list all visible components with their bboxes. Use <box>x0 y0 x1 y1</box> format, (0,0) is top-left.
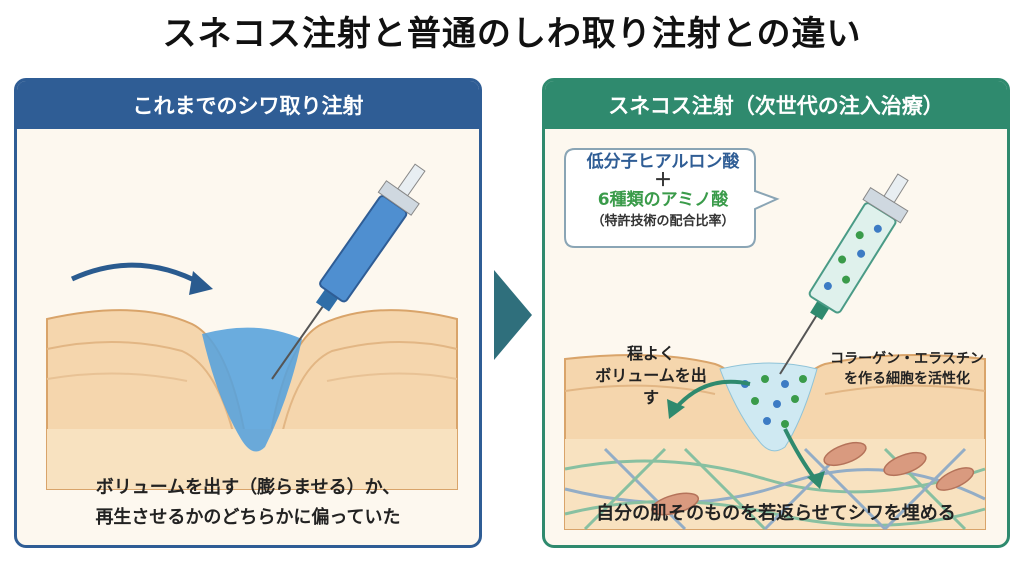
snecos-caption: 自分の肌そのものを若返らせてシワを埋める <box>596 503 956 524</box>
snecos-injection-panel: スネコス注射（次世代の注入治療） <box>542 78 1010 548</box>
syringe-icon <box>779 173 909 375</box>
collagen-label-line1: コラーゲン・エラスチン <box>830 351 984 367</box>
push-arrow <box>70 262 204 287</box>
ingredient-hyaluronic: 低分子ヒアルロン酸 <box>586 152 740 172</box>
snecos-panel-header: スネコス注射（次世代の注入治療） <box>545 81 1007 129</box>
syringe-icon <box>271 163 426 380</box>
transition-arrow-icon <box>494 270 532 360</box>
push-arrow-head <box>189 271 213 295</box>
ingredient-bubble-text: 低分子ヒアルロン酸 ＋ 6種類のアミノ酸 （特許技術の配合比率） <box>565 151 761 233</box>
collagen-label-line2: を作る細胞を活性化 <box>844 371 970 387</box>
conventional-caption-line2: 再生させるかのどちらかに偏っていた <box>95 507 401 528</box>
conventional-caption-line1: ボリュームを出す（膨らませる）か、 <box>95 477 401 498</box>
conventional-skin-illustration <box>46 163 458 490</box>
volume-label-line2: ボリュームを出す <box>595 366 707 407</box>
snecos-skin-illustration <box>564 148 986 531</box>
volume-label-line1: 程よく <box>626 344 675 363</box>
ingredient-note: （特許技術の配合比率） <box>591 214 735 229</box>
page-title: スネコス注射と普通のしわ取り注射との違い <box>162 14 862 54</box>
conventional-injection-panel: これまでのシワ取り注射 ボリュームを出す（膨らませる）か、 再生させるかのどちら… <box>14 78 482 548</box>
filler-injection-blob <box>202 327 302 452</box>
ingredient-bubble <box>564 148 780 248</box>
skin-layer-line-2 <box>276 341 458 460</box>
ingredient-amino: 6種類のアミノ酸 <box>597 190 729 210</box>
volume-arrow <box>673 379 751 411</box>
skin-layer-line-2 <box>824 384 986 395</box>
collagen-label: コラーゲン・エラスチン を作る細胞を活性化 <box>807 349 1007 389</box>
ingredient-plus: ＋ <box>654 170 672 191</box>
fibroblast-cells <box>650 441 975 516</box>
skin-layer-line-3 <box>46 372 188 382</box>
skin-layer-line-1 <box>46 341 240 460</box>
conventional-panel-header: これまでのシワ取り注射 <box>17 81 479 129</box>
collagen-mesh <box>564 447 986 531</box>
skin-layer-line-4 <box>326 372 458 382</box>
volume-label: 程よく ボリュームを出す <box>591 343 711 409</box>
